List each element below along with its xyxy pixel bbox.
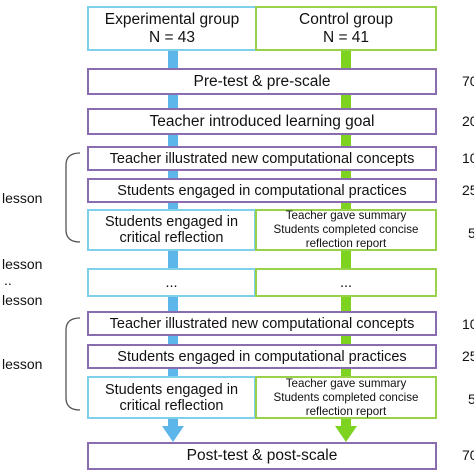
reflection-ctrl-box-2: Teacher gave summary Students completed … xyxy=(255,376,437,419)
practices-box-1: Students engaged in computational practi… xyxy=(87,178,437,203)
exp-connector-segment xyxy=(168,250,178,268)
duration-practices-2: 25 xyxy=(462,348,474,364)
control-connector xyxy=(335,50,357,442)
learning-goal-box: Teacher introduced learning goal xyxy=(87,108,437,135)
ctrl-arrow-head xyxy=(335,426,357,442)
concepts-label-1: Teacher illustrated new computational co… xyxy=(109,150,415,167)
posttest-box: Post-test & post-scale xyxy=(87,442,437,470)
duration-concepts-1: 10 xyxy=(462,150,474,166)
duration-pretest: 70 xyxy=(462,73,474,89)
ctrl-connector-segment xyxy=(341,50,351,68)
exp-connector-segment xyxy=(168,368,178,376)
ctrl-connector-segment xyxy=(341,170,351,178)
reflection-ctrl-line: Teacher gave summary xyxy=(285,209,407,222)
practices-box-2: Students engaged in computational practi… xyxy=(87,344,437,369)
control-group-label: Control group xyxy=(299,10,393,28)
exp-connector-segment xyxy=(168,418,178,428)
pretest-label: Pre-test & pre-scale xyxy=(193,72,331,90)
reflection-ctrl-line: Students completed concise xyxy=(273,390,419,404)
reflection-exp-line: Students engaged in xyxy=(104,381,239,398)
experimental-group-n: N = 43 xyxy=(148,28,196,46)
exp-arrow-head xyxy=(162,426,184,442)
exp-connector-segment xyxy=(168,50,178,68)
ctrl-connector-segment xyxy=(341,418,351,428)
ctrl-connector-segment xyxy=(341,368,351,376)
reflection-exp-box-2: Students engaged in critical reflection xyxy=(87,376,256,419)
duration-reflection-2: 5 xyxy=(468,391,474,407)
experimental-connector xyxy=(162,50,184,442)
reflection-exp-box-1: Students engaged in critical reflection xyxy=(87,209,256,251)
practices-label-2: Students engaged in computational practi… xyxy=(117,348,407,365)
duration-practices-1: 25 xyxy=(462,182,474,198)
ellipsis-ctrl-label: ... xyxy=(339,274,353,291)
lesson-brace-bottom xyxy=(65,317,81,411)
reflection-exp-line: critical reflection xyxy=(119,230,224,246)
concepts-box-1: Teacher illustrated new computational co… xyxy=(87,146,437,171)
reflection-exp-line: Students engaged in xyxy=(104,214,239,230)
reflection-ctrl-line: reflection report xyxy=(305,237,387,250)
learning-goal-label: Teacher introduced learning goal xyxy=(149,112,375,130)
ctrl-connector-segment xyxy=(341,250,351,268)
exp-connector-segment xyxy=(168,94,178,108)
reflection-ctrl-line: reflection report xyxy=(305,404,387,418)
experimental-group-label: Experimental group xyxy=(104,10,240,28)
duration-concepts-2: 10 xyxy=(462,316,474,332)
duration-posttest: 70 xyxy=(462,447,474,463)
exp-connector-segment xyxy=(168,336,178,344)
exp-connector-segment xyxy=(168,170,178,178)
lesson-label: lesson xyxy=(2,356,43,372)
concepts-label-2: Teacher illustrated new computational co… xyxy=(109,315,415,332)
lesson-label: lesson xyxy=(2,190,43,206)
ctrl-connector-segment xyxy=(341,296,351,311)
experimental-group-box: Experimental group N = 43 xyxy=(87,6,257,51)
concepts-box-2: Teacher illustrated new computational co… xyxy=(87,311,437,336)
ellipsis-exp-label: ... xyxy=(165,274,178,291)
ctrl-connector-segment xyxy=(341,94,351,108)
control-group-n: N = 41 xyxy=(322,28,370,46)
posttest-label: Post-test & post-scale xyxy=(186,447,338,464)
lesson-label: lesson xyxy=(2,292,43,308)
lesson-label: lesson xyxy=(2,256,43,272)
ctrl-connector-segment xyxy=(341,202,351,210)
ctrl-connector-segment xyxy=(341,134,351,146)
ellipsis-exp-box: ... xyxy=(87,268,256,297)
exp-connector-segment xyxy=(168,134,178,146)
lesson-ellipsis: .. xyxy=(4,272,12,288)
practices-label-1: Students engaged in computational practi… xyxy=(117,182,407,199)
control-group-box: Control group N = 41 xyxy=(255,6,437,51)
reflection-ctrl-box-1: Teacher gave summary Students completed … xyxy=(255,209,437,251)
duration-goal: 20 xyxy=(462,113,474,129)
reflection-ctrl-line: Students completed concise xyxy=(273,223,419,236)
duration-reflection-1: 5 xyxy=(468,225,474,241)
ellipsis-ctrl-box: ... xyxy=(255,268,437,297)
exp-connector-segment xyxy=(168,296,178,311)
lesson-brace-top xyxy=(65,152,81,243)
reflection-exp-line: critical reflection xyxy=(119,397,224,414)
exp-connector-segment xyxy=(168,202,178,210)
pretest-box: Pre-test & pre-scale xyxy=(87,68,437,95)
reflection-ctrl-line: Teacher gave summary xyxy=(285,376,407,390)
ctrl-connector-segment xyxy=(341,336,351,344)
